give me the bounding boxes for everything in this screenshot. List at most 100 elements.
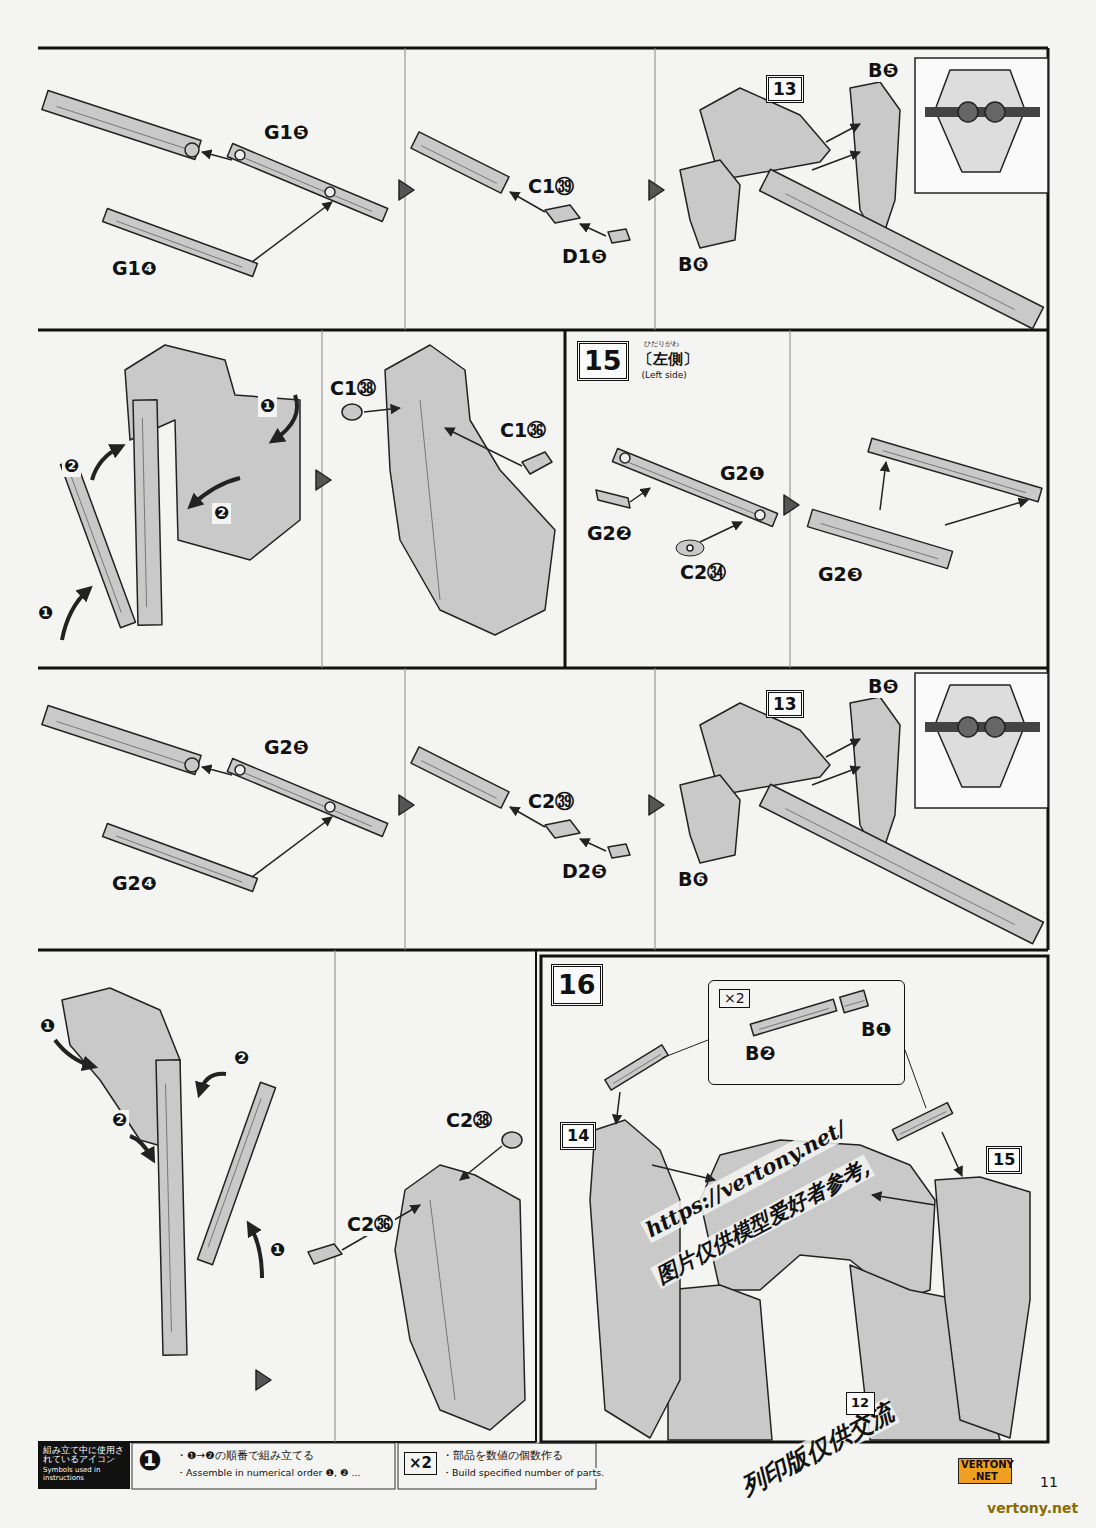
- panel-border: [38, 329, 1048, 332]
- order-number: ❶: [36, 603, 55, 624]
- legend-icon: 組み立て中に使用されているアイコン: [41, 1446, 129, 1465]
- step-heading: 〔左側〕: [638, 351, 698, 368]
- leg-part: [668, 1285, 772, 1440]
- part-label: C2㊴: [526, 791, 576, 813]
- washer-part: [676, 540, 704, 556]
- legend-box: [132, 1443, 395, 1489]
- assembly-arrow: [872, 1195, 935, 1205]
- small-part: [608, 229, 630, 243]
- part-detail: [142, 418, 146, 607]
- small-part: [545, 820, 580, 838]
- detail-inset: [915, 673, 1048, 808]
- leader-line: [662, 1040, 708, 1058]
- part-detail: [421, 761, 497, 799]
- part-cap: [502, 1132, 522, 1148]
- part-joint: [985, 717, 1005, 737]
- detail-inset: [915, 58, 1048, 193]
- order-number: ❶: [268, 1240, 287, 1261]
- assembly-arrow: [826, 739, 860, 757]
- part-joint: [755, 510, 765, 520]
- armor-assembly: [385, 345, 555, 635]
- assembly-arrow: [700, 522, 742, 542]
- part-detail: [900, 1112, 946, 1135]
- step-number-box: 16: [551, 964, 603, 1006]
- part-detail: [430, 1200, 455, 1400]
- part-joint: [687, 545, 693, 551]
- step-number-box: 12: [846, 1392, 875, 1415]
- part-joint: [235, 765, 245, 775]
- armor-part: [680, 160, 740, 248]
- small-part: [545, 205, 580, 223]
- armor-assembly: [935, 1177, 1030, 1438]
- part-bar: [868, 438, 1042, 501]
- next-step-triangle: [256, 1370, 271, 1390]
- next-step-triangle: [399, 180, 414, 200]
- assembly-arrow: [652, 1165, 715, 1180]
- assembly-arrow: [252, 202, 332, 262]
- part-label: C1㊳: [328, 378, 378, 400]
- panel-divider: [322, 330, 323, 668]
- part-label: G2❷: [585, 523, 634, 545]
- legend-text: ・部品を数値の個数作る: [440, 1449, 565, 1461]
- step-number-box: 15ひだりがわ〔左側〕(Left side): [577, 341, 629, 381]
- part-label: D1❺: [560, 246, 609, 268]
- part-bar: [411, 747, 509, 808]
- part-detail: [883, 451, 1026, 493]
- part-label: G2❺: [262, 737, 311, 759]
- assembly-arrow: [342, 1205, 420, 1250]
- small-part: [596, 490, 630, 508]
- panel-border: [38, 949, 1048, 952]
- assembly-arrow: [202, 152, 232, 160]
- part-bar: [605, 1045, 668, 1090]
- assembly-arrow: [364, 408, 400, 412]
- part-bar: [612, 449, 777, 527]
- part-label: C1㊴: [526, 176, 576, 198]
- assembly-arrow: [945, 500, 1028, 525]
- assembly-arrow: [616, 1092, 620, 1124]
- assembly-arrow: [580, 839, 606, 851]
- step-heading: ひだりがわ: [644, 341, 679, 349]
- part-label: G1❹: [110, 258, 159, 280]
- panel-divider: [335, 950, 336, 1442]
- part-detail: [71, 476, 121, 613]
- part-joint: [325, 187, 335, 197]
- part-detail: [759, 1008, 829, 1029]
- part-label: G2❶: [718, 463, 767, 485]
- assembly-arrow: [630, 488, 650, 502]
- order-number: ❶: [38, 1016, 57, 1037]
- part-cap: [342, 404, 362, 420]
- part-detail: [421, 146, 497, 184]
- part-bar: [840, 990, 868, 1012]
- part-label: B❷: [743, 1043, 778, 1064]
- part-label: C2㊳: [444, 1110, 494, 1132]
- part-label: G2❹: [110, 873, 159, 895]
- step-number: 13: [773, 695, 797, 714]
- part-bar: [60, 459, 135, 628]
- step-number: 15: [993, 1151, 1015, 1169]
- part-detail: [420, 400, 440, 600]
- part-label: B❻: [676, 254, 711, 276]
- assembly-arrow: [880, 462, 886, 510]
- part-bar: [42, 705, 201, 774]
- armor-part: [680, 775, 740, 863]
- inset-peg: [925, 722, 1040, 732]
- part-detail: [166, 1084, 172, 1332]
- part-bar: [750, 999, 836, 1035]
- order-arrow: [62, 590, 88, 640]
- page-number: 11: [1038, 1474, 1060, 1490]
- body-part: [700, 1140, 935, 1300]
- legend-header-box: [38, 1443, 130, 1489]
- order-number: ❷: [232, 1048, 251, 1069]
- part-joint: [185, 758, 199, 772]
- armor-assembly: [395, 1165, 525, 1430]
- step-number: 16: [558, 970, 596, 1000]
- part-joint: [985, 102, 1005, 122]
- part-bar: [411, 132, 509, 193]
- part-label: G2❸: [816, 564, 865, 586]
- part-detail: [785, 809, 1014, 925]
- watermark: vertony.net: [985, 1500, 1080, 1516]
- part-joint: [620, 453, 630, 463]
- legend-icon: ❶: [136, 1445, 164, 1477]
